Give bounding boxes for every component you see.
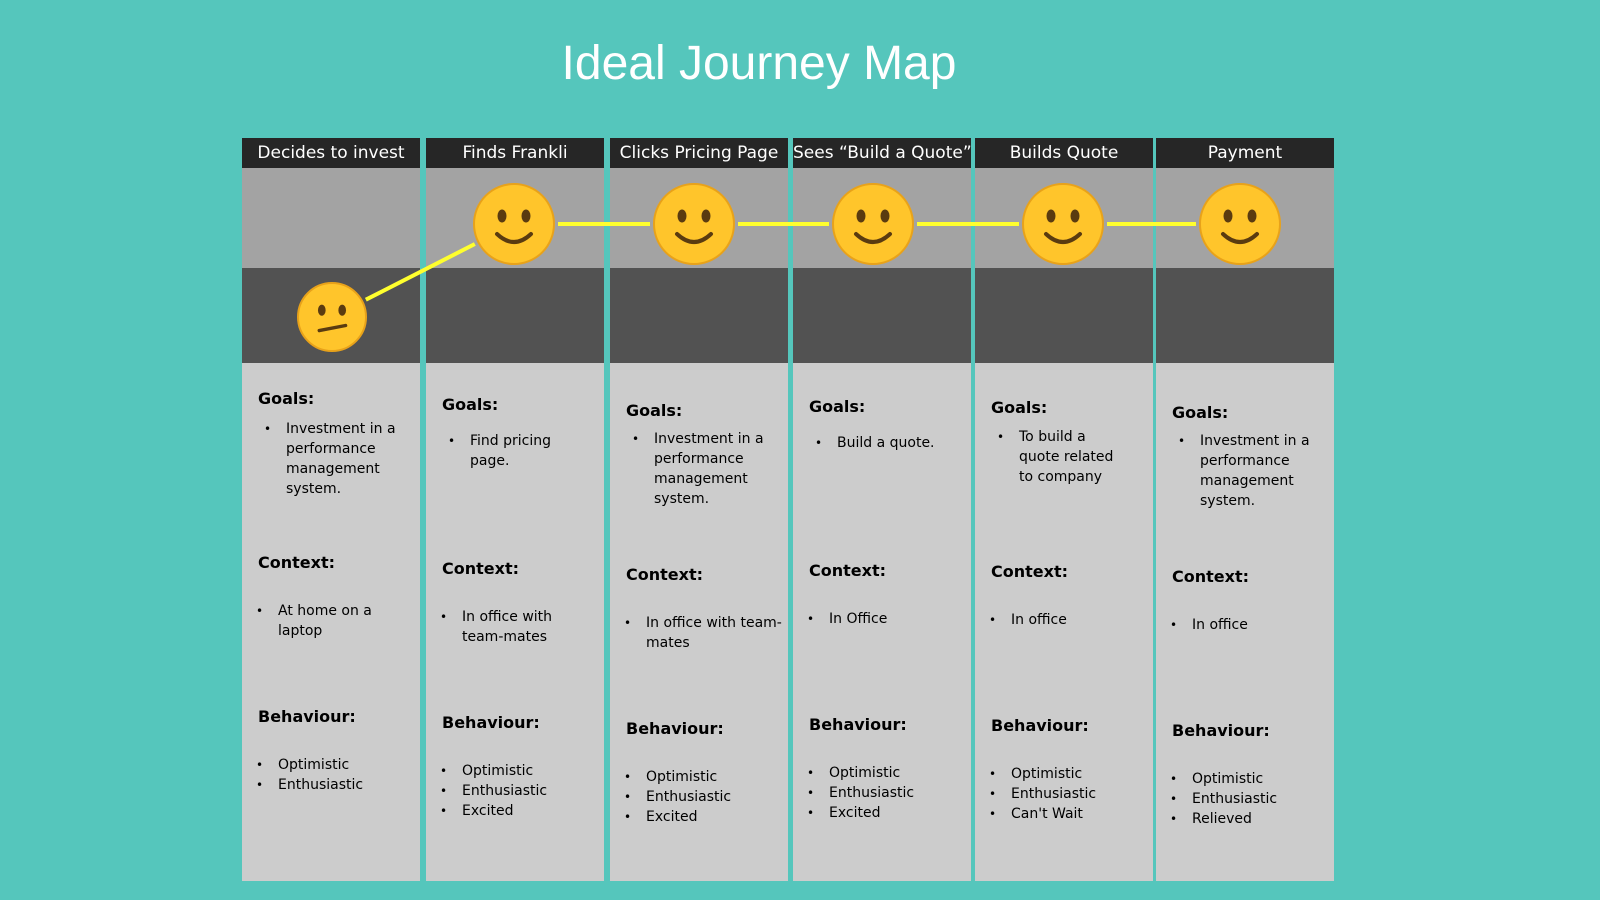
goals-list: Investment in a performance management s… [264,419,404,499]
emotion-band-negative [1156,268,1334,363]
list-item: Can't Wait [989,804,1139,824]
context-list: In office with team-mates [624,613,782,653]
list-item: In office [1170,615,1320,635]
context-heading: Context: [809,561,886,580]
behaviour-list: Optimistic Enthusiastic Excited [807,763,957,823]
goals-heading: Goals: [991,398,1048,417]
context-heading: Context: [626,565,703,584]
list-item: Optimistic [624,767,774,787]
emotion-band-positive [975,168,1153,268]
stage-header: Decides to invest [242,138,420,168]
context-heading: Context: [258,553,335,572]
behaviour-list: Optimistic Enthusiastic Can't Wait [989,764,1139,824]
list-item: Enthusiastic [440,781,590,801]
emotion-band-negative [793,268,971,363]
behaviour-heading: Behaviour: [442,713,540,732]
goals-list: Investment in a performance management s… [1178,431,1318,511]
stage-column: Builds Quote Goals: To build a quote rel… [975,138,1153,881]
goals-list: To build a quote related to company [997,427,1123,487]
stage-details: Goals: Investment in a performance manag… [610,363,788,881]
stage-column: Finds Frankli Goals: Find pricing page. … [426,138,604,881]
stage-column: Clicks Pricing Page Goals: Investment in… [610,138,788,881]
behaviour-heading: Behaviour: [991,716,1089,735]
emotion-band-negative [610,268,788,363]
behaviour-heading: Behaviour: [809,715,907,734]
emotion-band-negative [975,268,1153,363]
context-list: At home on a laptop [256,601,406,641]
context-list: In Office [807,609,957,629]
emotion-band-negative [426,268,604,363]
stage-header: Payment [1156,138,1334,168]
behaviour-list: Optimistic Enthusiastic Relieved [1170,769,1320,829]
list-item: Investment in a performance management s… [264,419,404,499]
list-item: Optimistic [1170,769,1320,789]
list-item: Enthusiastic [624,787,774,807]
goals-list: Build a quote. [815,433,965,453]
stage-header: Sees “Build a Quote” [793,138,971,168]
emotion-band-negative [242,268,420,363]
emotion-band-positive [426,168,604,268]
goals-heading: Goals: [809,397,866,416]
behaviour-list: Optimistic Enthusiastic Excited [624,767,774,827]
emotion-band-positive [1156,168,1334,268]
stage-details: Goals: Investment in a performance manag… [242,363,420,881]
behaviour-list: Optimistic Enthusiastic [256,755,406,795]
context-heading: Context: [1172,567,1249,586]
list-item: Optimistic [989,764,1139,784]
stage-details: Goals: Investment in a performance manag… [1156,363,1334,881]
stage-details: Goals: To build a quote related to compa… [975,363,1153,881]
list-item: In office with team-mates [624,613,782,653]
list-item: Enthusiastic [989,784,1139,804]
behaviour-heading: Behaviour: [626,719,724,738]
context-heading: Context: [991,562,1068,581]
context-list: In office with team-mates [440,607,590,647]
list-item: Find pricing page. [448,431,588,471]
list-item: Excited [807,803,957,823]
stage-header: Builds Quote [975,138,1153,168]
stage-column: Payment Goals: Investment in a performan… [1156,138,1334,881]
list-item: In office with team-mates [440,607,590,647]
list-item: In office [989,610,1139,630]
list-item: Build a quote. [815,433,965,453]
behaviour-list: Optimistic Enthusiastic Excited [440,761,590,821]
list-item: Optimistic [440,761,590,781]
stage-details: Goals: Find pricing page. Context: In of… [426,363,604,881]
page-title: Ideal Journey Map [561,37,957,90]
stage-header: Finds Frankli [426,138,604,168]
list-item: Excited [440,801,590,821]
goals-list: Investment in a performance management s… [632,429,772,509]
context-heading: Context: [442,559,519,578]
emotion-band-positive [610,168,788,268]
list-item: Enthusiastic [1170,789,1320,809]
goals-heading: Goals: [442,395,499,414]
list-item: Relieved [1170,809,1320,829]
behaviour-heading: Behaviour: [258,707,356,726]
emotion-band-positive [793,168,971,268]
list-item: At home on a laptop [256,601,406,641]
goals-heading: Goals: [626,401,683,420]
context-list: In office [1170,615,1320,635]
list-item: To build a quote related to company [997,427,1123,487]
list-item: Optimistic [256,755,406,775]
list-item: Investment in a performance management s… [1178,431,1318,511]
list-item: Excited [624,807,774,827]
goals-list: Find pricing page. [448,431,588,471]
context-list: In office [989,610,1139,630]
list-item: In Office [807,609,957,629]
emotion-band-positive [242,168,420,268]
list-item: Enthusiastic [807,783,957,803]
list-item: Enthusiastic [256,775,406,795]
stage-column: Sees “Build a Quote” Goals: Build a quot… [793,138,971,881]
stage-column: Decides to invest Goals: Investment in a… [242,138,420,881]
goals-heading: Goals: [1172,403,1229,422]
list-item: Optimistic [807,763,957,783]
behaviour-heading: Behaviour: [1172,721,1270,740]
stage-details: Goals: Build a quote. Context: In Office… [793,363,971,881]
list-item: Investment in a performance management s… [632,429,772,509]
goals-heading: Goals: [258,389,315,408]
stage-header: Clicks Pricing Page [610,138,788,168]
